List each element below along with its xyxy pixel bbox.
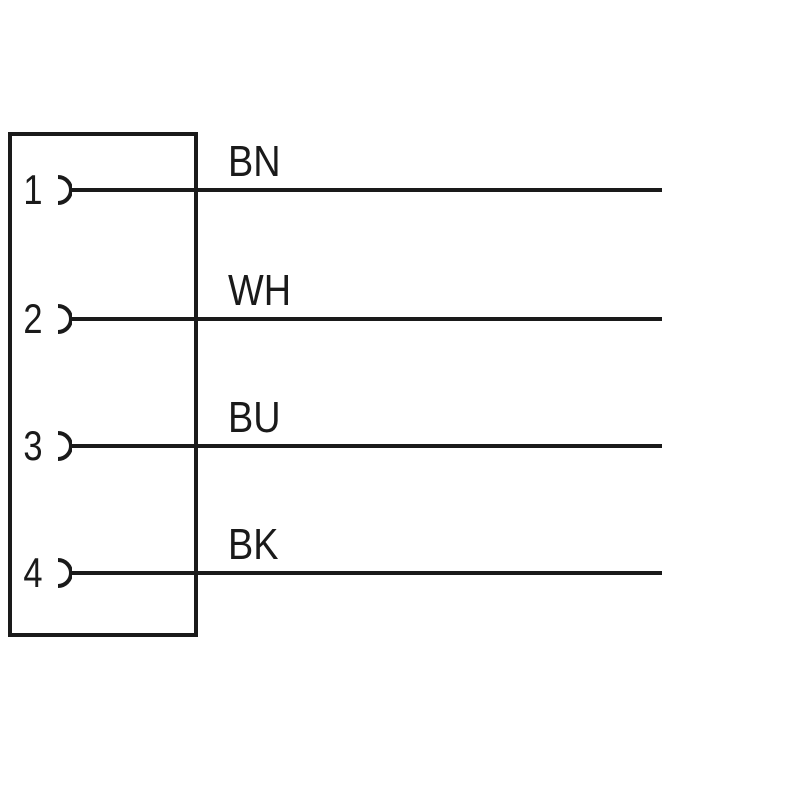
connector-housing [8,132,198,637]
pin-number-3: 3 [23,422,43,469]
pin-number-4: 4 [23,549,43,596]
wire-color-label-3: BU [228,393,281,442]
socket-contact-arc-icon [56,431,72,461]
wire-color-label-1: BN [228,137,281,186]
socket-contact-arc-icon [56,558,72,588]
pin-row-2: 2 WH [0,269,800,349]
wire-color-label-4: BK [228,520,279,569]
pin-row-3: 3 BU [0,396,800,476]
pin-number-2: 2 [23,295,43,342]
wire-color-label-2: WH [228,266,292,315]
socket-contact-arc-icon [56,304,72,334]
pin-row-1: 1 BN [0,140,800,220]
wire-line-1 [71,188,662,192]
wire-line-4 [71,571,662,575]
pin-row-4: 4 BK [0,523,800,603]
wire-line-2 [71,317,662,321]
pin-number-1: 1 [23,166,43,213]
socket-contact-arc-icon [56,175,72,205]
wire-line-3 [71,444,662,448]
